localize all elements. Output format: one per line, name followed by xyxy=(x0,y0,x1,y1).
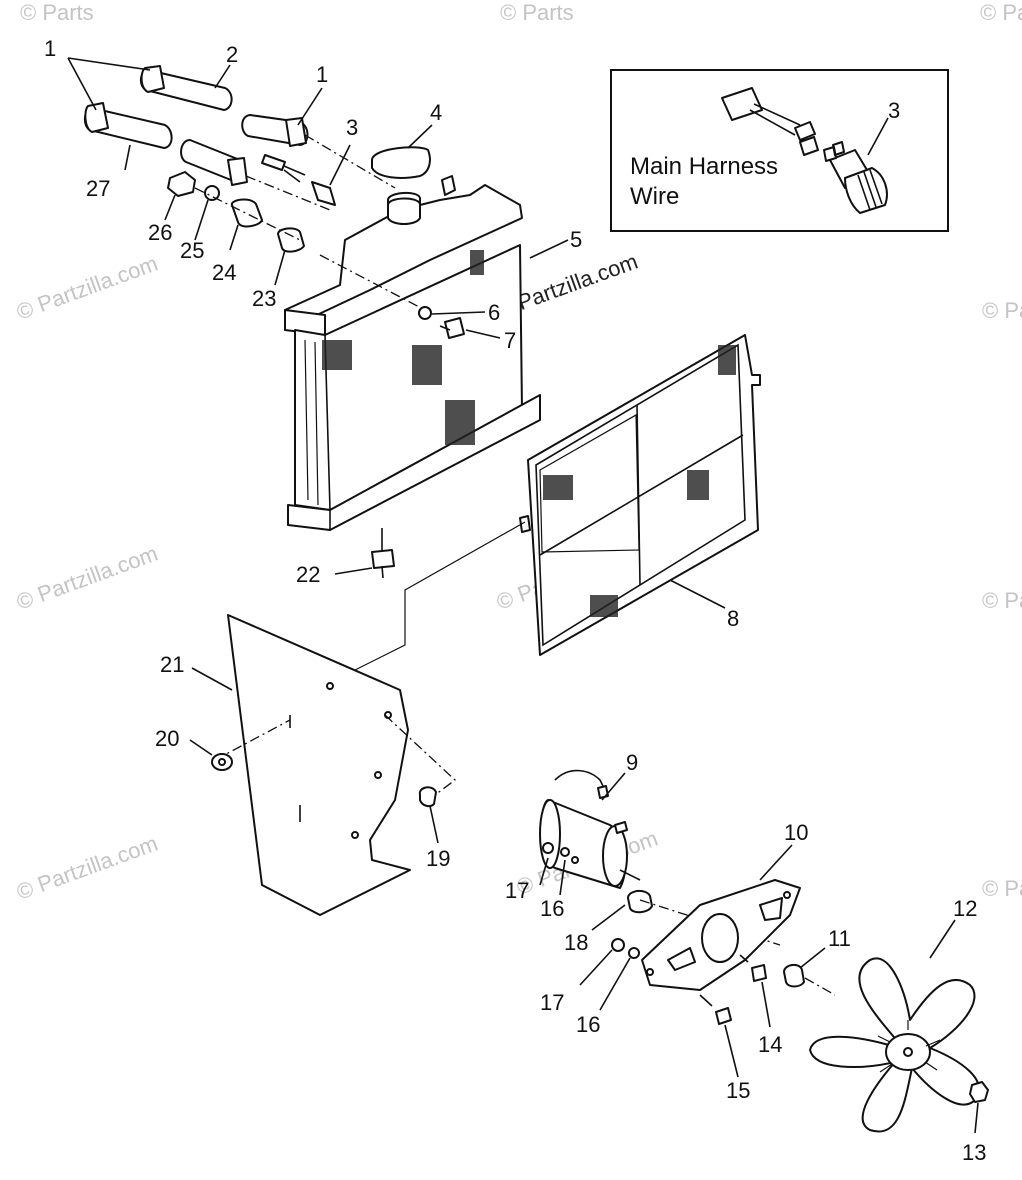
callout-12: 12 xyxy=(953,896,977,921)
inset-leader-3 xyxy=(867,117,889,156)
inset-frame xyxy=(610,69,949,232)
callout-16b: 16 xyxy=(576,1012,600,1037)
hose-clamp-right-lower xyxy=(227,157,248,186)
callout-5: 5 xyxy=(570,227,582,252)
grommet-24 xyxy=(231,198,263,228)
callout-10: 10 xyxy=(784,820,808,845)
inset-label-line2: Wire xyxy=(630,183,679,210)
shroud-dash xyxy=(214,719,291,761)
callout-26: 26 xyxy=(148,220,172,245)
hose-clamp-right-upper xyxy=(285,117,307,147)
watermark-left-2: © Partzilla.com xyxy=(13,541,161,615)
fan-blade-12 xyxy=(809,957,980,1133)
watermark-right-3: © Parts xyxy=(982,876,1022,901)
callout-numbers: 1 2 1 3 4 27 26 25 24 23 5 6 7 8 22 21 2… xyxy=(44,36,986,1165)
fasteners-23-26 xyxy=(167,171,305,253)
callout-14: 14 xyxy=(758,1032,782,1057)
watermark-right-2: © Parts xyxy=(982,588,1022,613)
callout-15: 15 xyxy=(726,1078,750,1103)
fan-motor-9 xyxy=(539,769,641,889)
inset-label-line1: Main Harness xyxy=(630,153,778,180)
callout-22: 22 xyxy=(296,562,320,587)
radiator-5 xyxy=(284,175,541,531)
nut-13 xyxy=(969,1081,989,1103)
watermark-left-1: © Partzilla.com xyxy=(13,251,161,325)
watermark-top-center: © Parts xyxy=(500,0,574,25)
washers-16-17 xyxy=(611,938,640,959)
spacer-23 xyxy=(277,227,305,253)
spacer-11 xyxy=(783,964,836,996)
hose-dash-lower xyxy=(245,175,331,211)
inset-box: Main Harness Wire 3 xyxy=(610,69,949,232)
callout-16a: 16 xyxy=(540,896,564,921)
callout-19: 19 xyxy=(426,846,450,871)
callout-11: 11 xyxy=(828,926,851,951)
washer-25 xyxy=(204,185,220,201)
callout-8: 8 xyxy=(727,606,739,631)
inset-wire-terminals xyxy=(794,121,819,156)
callout-6: 6 xyxy=(488,300,500,325)
callout-17a: 17 xyxy=(505,878,529,903)
hoses-group xyxy=(84,65,396,211)
inset-temp-switch xyxy=(823,141,888,214)
shroud-connector-line xyxy=(354,521,526,671)
callout-18: 18 xyxy=(564,930,588,955)
callout-9: 9 xyxy=(626,750,638,775)
callout-17b: 17 xyxy=(540,990,564,1015)
washer-20 xyxy=(211,753,233,771)
drain-plug-22 xyxy=(371,528,395,579)
callout-27: 27 xyxy=(86,176,110,201)
grille-8 xyxy=(519,334,761,656)
shroud-dash-2 xyxy=(384,714,457,796)
watermark-right-1: © Parts xyxy=(982,298,1022,323)
hose-clamp-top xyxy=(140,65,165,93)
shroud-21 xyxy=(214,521,526,916)
callout-24: 24 xyxy=(212,260,236,285)
bolt-and-washer-6-7 xyxy=(319,254,465,339)
rivet-19 xyxy=(418,786,437,808)
watermark-top-right: © Parts xyxy=(980,0,1022,25)
hose-dash-upper xyxy=(304,134,396,189)
mount-plate-10 xyxy=(641,879,801,991)
callout-13: 13 xyxy=(962,1140,986,1165)
callout-23: 23 xyxy=(252,286,276,311)
inset-wires xyxy=(749,103,801,136)
callout-1b: 1 xyxy=(316,62,328,87)
watermark-left-3: © Partzilla.com xyxy=(13,831,161,905)
screws-14-15 xyxy=(699,954,767,1025)
leader-lines xyxy=(67,57,979,1134)
temp-sender-3 xyxy=(261,154,336,206)
callout-20: 20 xyxy=(155,726,179,751)
callout-1a: 1 xyxy=(44,36,56,61)
callout-4: 4 xyxy=(430,100,442,125)
callout-2: 2 xyxy=(226,42,238,67)
callout-21: 21 xyxy=(160,652,184,677)
callout-25: 25 xyxy=(180,238,204,263)
hose-clamp-lower xyxy=(84,102,109,133)
inset-callout-3: 3 xyxy=(888,98,900,123)
callout-3: 3 xyxy=(346,115,358,140)
callout-7: 7 xyxy=(504,328,516,353)
watermark-top-left: © Parts xyxy=(20,0,94,25)
nut-26 xyxy=(167,171,196,197)
